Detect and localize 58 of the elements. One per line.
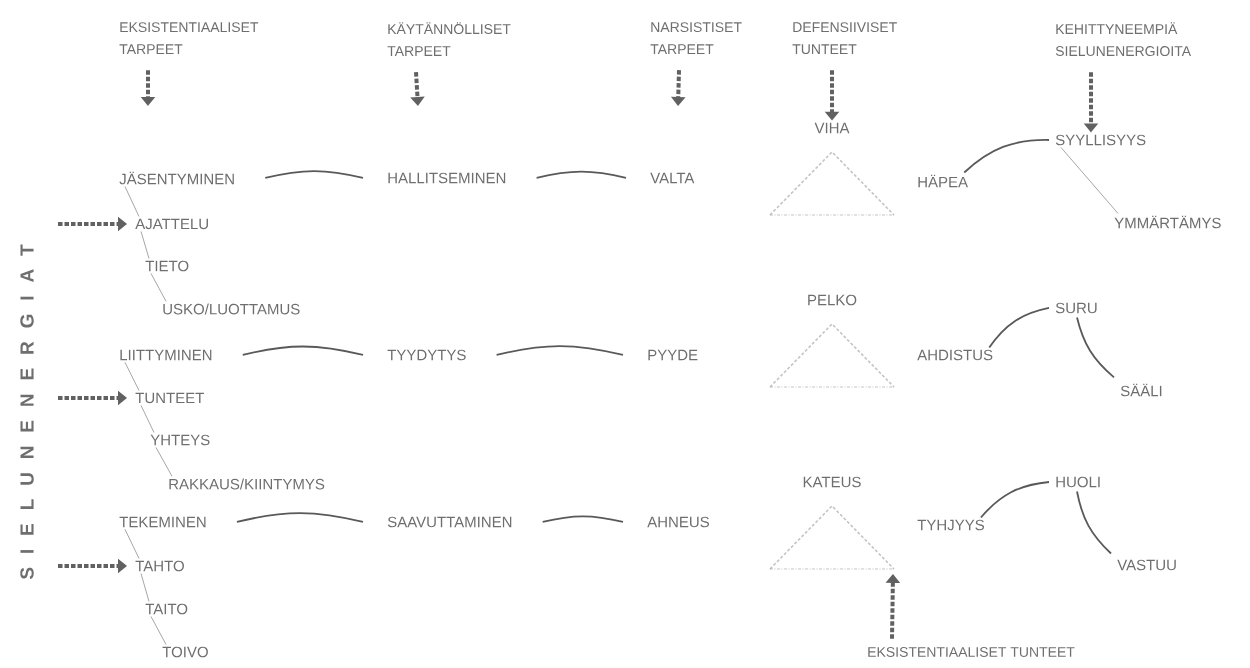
connector-line — [150, 273, 167, 302]
term-label: SURU — [1055, 302, 1097, 314]
curved-connector — [1076, 490, 1112, 555]
connector-line — [140, 405, 155, 433]
dashed-triangle: KATEUS — [769, 476, 895, 570]
curved-connector — [495, 345, 624, 356]
connector-line — [124, 529, 140, 559]
dashed-triangle: VIHA — [769, 122, 895, 216]
side-label: S I E L U N E N E R G I A T — [20, 244, 34, 580]
curved-connector — [1076, 316, 1115, 379]
term-label: TUNTEET — [135, 392, 204, 404]
curved-connector — [264, 170, 364, 179]
curved-connector — [535, 170, 627, 179]
column-heading: KEHITTYNEEMPIÄ SIELUNENERGIOITA — [1055, 22, 1192, 57]
term-label: TAITO — [145, 603, 188, 615]
column-heading: DEFENSIIVISET TUNTEET — [792, 22, 897, 55]
column-heading: EKSISTENTIAALISET TARPEET — [119, 22, 259, 54]
curved-connector — [988, 307, 1050, 349]
curved-connector — [963, 139, 1050, 174]
connector-line — [124, 186, 140, 217]
term-label: PYYDE — [648, 349, 698, 361]
term-label: AHNEUS — [647, 516, 709, 528]
term-label: VALTA — [650, 172, 695, 184]
term-label: TYHJYYS — [917, 519, 985, 531]
connector-line — [155, 447, 173, 477]
connector-line — [140, 231, 150, 259]
term-label: TEKEMINEN — [119, 516, 206, 528]
term-label: SAAVUTTAMINEN — [387, 516, 512, 528]
connector-line — [150, 616, 167, 645]
term-label: LIITTYMINEN — [120, 349, 212, 361]
term-label: HÄPEA — [918, 174, 969, 188]
curved-connector — [241, 345, 364, 356]
column-heading: KÄYTÄNNÖLLISET TARPEET — [387, 22, 511, 56]
connector-line — [140, 573, 150, 602]
curved-connector — [541, 515, 624, 523]
curved-connector — [980, 481, 1050, 519]
term-label: YHTEYS — [150, 434, 210, 446]
connector-line — [124, 362, 140, 391]
term-label: YMMÄRTÄMYS — [1114, 215, 1221, 229]
term-label: TAHTO — [135, 560, 184, 572]
column-heading: EKSISTENTIAALISET TUNTEET — [868, 647, 1075, 657]
dashed-triangle: PELKO — [769, 294, 895, 388]
term-label: TYYDYTYS — [387, 349, 466, 361]
curved-connector — [236, 512, 364, 523]
term-label: TIETO — [145, 260, 189, 272]
term-label: RAKKAUS/KIINTYMYS — [169, 478, 325, 490]
term-label: VASTUU — [1117, 559, 1176, 571]
term-label: AHDISTUS — [917, 349, 993, 361]
term-label: TOIVO — [162, 646, 208, 658]
term-label: JÄSENTYMINEN — [119, 171, 234, 185]
term-label: USKO/LUOTTAMUS — [163, 303, 300, 315]
term-label: HUOLI — [1056, 476, 1100, 488]
column-heading: NARSISTISET TARPEET — [650, 22, 742, 54]
term-label: SYYLLISYYS — [1055, 134, 1146, 146]
term-label: AJATTELU — [135, 218, 208, 230]
term-label: HALLITSEMINEN — [388, 172, 506, 184]
connector-line — [1060, 147, 1119, 214]
term-label: SÄÄLI — [1120, 383, 1162, 397]
